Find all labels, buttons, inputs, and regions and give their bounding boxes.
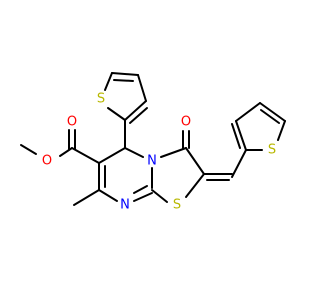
atom-labels: O O O N N S S S [42,92,276,213]
structure-drawing: O O O N N S S S [20,72,286,213]
bond-C7-methyl [73,189,100,206]
atom-o-ketone: O [181,115,191,130]
bond-rt-C2-C3-double [231,123,241,149]
bond-rt-C4-C5-double [260,109,280,124]
bond-tt-C5-S [104,72,113,91]
atom-s-right-thiophene: S [268,143,276,158]
molecule-diagram: O O O N N S S S [20,72,286,213]
bond-C8a-N-imine-double [133,185,148,194]
atom-n-imine: N [120,198,130,213]
bond-carbonylC-C6 [71,147,100,164]
bond-rt-C2-C3 [235,120,247,151]
bond-tt-C4-C5-double [113,79,134,82]
bond-tt-C3-C4 [137,74,147,102]
bond-rt-C4-C5 [259,102,286,122]
bond-CH-thiophene [231,149,247,178]
bond-S-C2 [185,173,205,198]
bond-methyl-O [20,144,37,155]
bond-tt-S-C2 [107,107,126,121]
bond-C5-N4 [124,147,144,158]
bonds [20,72,286,206]
bond-C2-C3 [185,147,205,175]
bond-rt-C5-S [277,120,286,141]
bond-O-carbonylC [59,147,73,157]
bond-tt-C4-C5 [111,72,139,76]
bond-C6-C5 [98,147,126,164]
atom-o-carbonyl: O [67,115,77,130]
atom-o-ether: O [42,154,52,169]
bond-C8a-N-imine [133,192,153,202]
bond-tt-C2-C3-double [129,107,148,124]
bond-rt-C3-C4 [235,102,261,122]
atom-n-ring: N [147,154,157,169]
bond-tt-C2-C3 [124,100,147,121]
bond-N-imine-C7 [98,189,118,202]
atom-s-thiazole: S [173,198,181,213]
atom-s-top-thiophene: S [97,92,105,107]
bond-C8a-S [151,189,168,203]
bond-C3-N4 [160,147,187,158]
